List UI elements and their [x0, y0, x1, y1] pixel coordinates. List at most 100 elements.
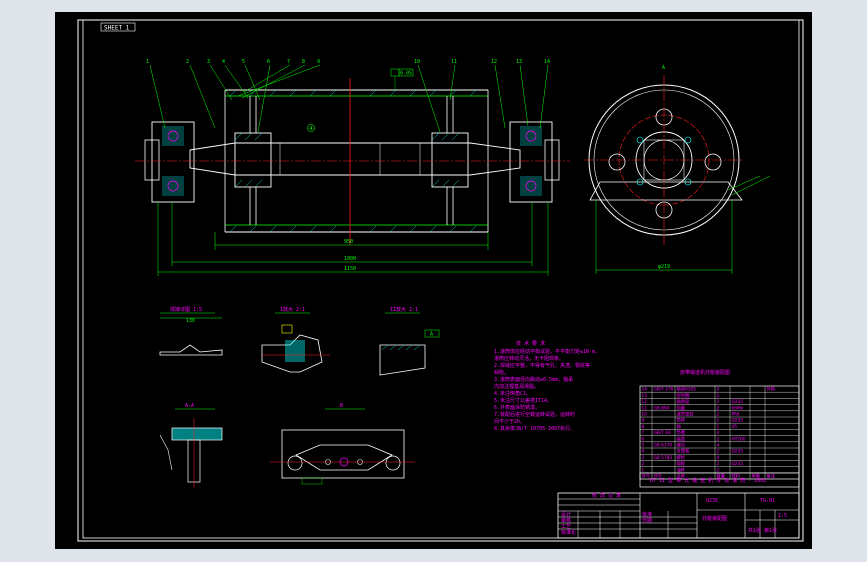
parts-table-cell: GB 894: [654, 405, 670, 411]
revision-row-3: 标准化: [561, 529, 576, 536]
detail-1-dim: 130: [186, 318, 195, 324]
parts-table-cell: 9: [642, 418, 645, 424]
parts-table-cell: 65Mn: [732, 405, 744, 411]
svg-text:3: 3: [207, 59, 210, 65]
detail-views: 焊接详图 1:5 130 I放大 2:1 II放大 2:1 A A-A B: [159, 306, 440, 488]
notes-line-5: 内加注锂基润滑脂。: [494, 383, 539, 390]
inner-frame: [82, 19, 800, 539]
parts-table-cell: 11: [642, 405, 648, 411]
parts-table-cell: 2: [717, 399, 720, 405]
notes-line-11: 8.其余按JB/T 10705-2007执行。: [494, 425, 575, 432]
revision-row-0: 设计: [561, 511, 571, 518]
notes-line-2: 2.焊缝应平整，不得有气孔、夹渣、裂纹等: [494, 362, 590, 369]
notes-title: 技 术 要 求: [516, 340, 545, 347]
parts-table-cell: 支撑板: [677, 448, 691, 455]
detail-5-title: B: [340, 403, 343, 409]
parts-table-cell: GB/T 276: [654, 387, 674, 393]
parts-table-cell: 筒体: [677, 417, 686, 424]
parts-table-cell: 挡圈: [677, 404, 686, 411]
notes-line-4: 3.滚筒表面径向跳动≤0.5mm，轴承: [494, 376, 573, 383]
parts-table-cell: 轴承6305: [677, 386, 697, 393]
notes-line-1: 滚筒应转动灵活，无卡阻现象。: [494, 355, 564, 362]
parts-table-cell: 13: [642, 393, 648, 399]
sheet-tag: SHEET 1: [104, 25, 130, 32]
svg-text:10: 10: [414, 59, 420, 65]
technical-notes: 技 术 要 求 1.滚筒体应经动平衡试验，不平衡力矩≤1N·m， 滚筒应转动灵活…: [494, 340, 600, 432]
notes-line-0: 1.滚筒体应经动平衡试验，不平衡力矩≤1N·m，: [494, 348, 600, 355]
parts-table-header-cell: 代号: [654, 473, 663, 480]
parts-table-cell: 10: [642, 412, 648, 418]
parts-table-cell: Q235: [732, 399, 744, 405]
tolerance-box: 0.05: [400, 71, 412, 77]
svg-text:6: 6: [267, 59, 270, 65]
parts-table-cell: 2: [717, 436, 720, 442]
detail-3-dim: A: [430, 332, 433, 338]
parts-table-cell: 4: [717, 430, 720, 436]
scale: 1:5: [778, 513, 787, 519]
title-block: DT II 型 带 式 输 送 机 传 动 滚 筒 - 2002 托辊装配图 T…: [557, 472, 800, 539]
parts-table-cell: Q235: [732, 461, 744, 467]
parts-table-cell: 螺栓: [677, 454, 686, 461]
parts-table-cell: 45: [732, 424, 738, 430]
parts-table-cell: 2: [642, 461, 645, 467]
parts-table-cell: GB 5783: [654, 455, 673, 461]
parts-table-cell: 2: [717, 449, 720, 455]
parts-table-header-cell: 材料: [732, 473, 741, 480]
material: Q235: [706, 498, 718, 504]
revision-row-5: 日期: [642, 518, 652, 524]
drawing-canvas[interactable]: [55, 12, 812, 549]
parts-table-cell: 2: [717, 467, 720, 473]
revision-row-4: 批准: [642, 511, 652, 518]
parts-table-cell: PA6: [732, 412, 740, 418]
parts-table-header-cell: 数量: [717, 473, 726, 480]
dim-bearing-span: 1000: [344, 256, 356, 262]
parts-table-title: 皮带输送机托辊装配图: [680, 369, 730, 376]
parts-table-cell: 螺母: [677, 442, 686, 449]
parts-table-cell: 端盖: [677, 435, 686, 442]
side-view-dim: φ219: [658, 264, 670, 270]
svg-text:1: 1: [146, 59, 149, 65]
svg-text:8: 8: [302, 59, 305, 65]
parts-table-cell: 5: [642, 443, 645, 449]
detail-4-title: A-A: [185, 403, 194, 409]
drawing-number: TG-01: [760, 498, 775, 504]
parts-table-cell: 迷宫密封: [677, 411, 695, 418]
dim-shell: 950: [344, 239, 353, 245]
detail-1-title: 焊接详图 1:5: [170, 306, 202, 313]
parts-table-cell: 4: [642, 449, 645, 455]
parts-table-cell: 14: [642, 387, 648, 393]
parts-table-header-cell: 备注: [767, 473, 776, 480]
notes-line-9: 7.装配后进行空载运转试验，运转时: [494, 411, 575, 418]
parts-table-cell: 3: [642, 455, 645, 461]
sheet-tag-box: [100, 22, 136, 32]
parts-table-header-cell: 单重: [752, 473, 761, 480]
svg-text:14: 14: [544, 59, 550, 65]
parts-table-cell: 2: [717, 393, 720, 399]
svg-text:4: 4: [222, 59, 225, 65]
notes-line-6: 4.未注倒角C1。: [494, 390, 531, 397]
notes-line-10: 间不少于2h。: [494, 418, 525, 425]
parts-table-cell: GB 6170: [654, 443, 673, 449]
parts-table-cell: 外购: [767, 386, 776, 393]
parts-table-cell: GB/T 93: [654, 430, 671, 436]
parts-table-cell: 1: [717, 418, 720, 424]
parts-table-cell: 1: [642, 467, 645, 473]
svg-text:7: 7: [287, 59, 290, 65]
revision-title: 修 改 记 录: [592, 492, 621, 499]
parts-table-cell: Q235: [732, 418, 744, 424]
side-view-label: A: [662, 65, 665, 71]
revision-row-1: 审核: [561, 517, 571, 524]
parts-table-cell: 4: [717, 443, 720, 449]
drawing-name: 托辊装配图: [702, 515, 727, 522]
parts-table-cell: 2: [717, 461, 720, 467]
side-view: φ219 A: [584, 65, 771, 274]
school-name: DT II 型 带 式 输 送 机 传 动 滚 筒 - 2002: [650, 477, 766, 484]
svg-text:13: 13: [516, 59, 522, 65]
parts-table-cell: 轴承座: [677, 398, 691, 405]
parts-table-cell: 辐板: [677, 460, 686, 467]
svg-text:11: 11: [451, 59, 457, 65]
parts-table-cell: 轴: [677, 423, 681, 430]
parts-table-cell: 2: [717, 405, 720, 411]
